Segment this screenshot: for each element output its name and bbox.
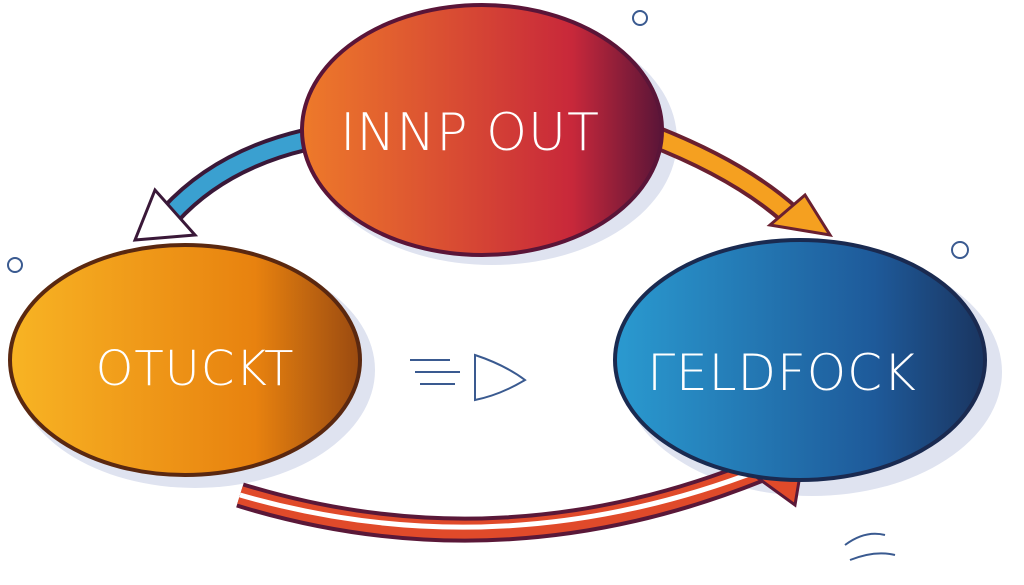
node-top: INNP OUT	[300, 3, 664, 257]
node-top-label: INNP OUT	[340, 103, 600, 163]
decorative-doodles	[7, 10, 969, 561]
node-left: OTUCKT	[8, 243, 362, 477]
arrow-top-to-left	[132, 128, 308, 242]
arrow-top-to-right	[645, 123, 834, 238]
node-left-label: OTUCKT	[96, 341, 295, 397]
node-right: ΓELDFOCK	[613, 238, 987, 482]
node-right-label: ΓELDFOCK	[647, 344, 917, 402]
